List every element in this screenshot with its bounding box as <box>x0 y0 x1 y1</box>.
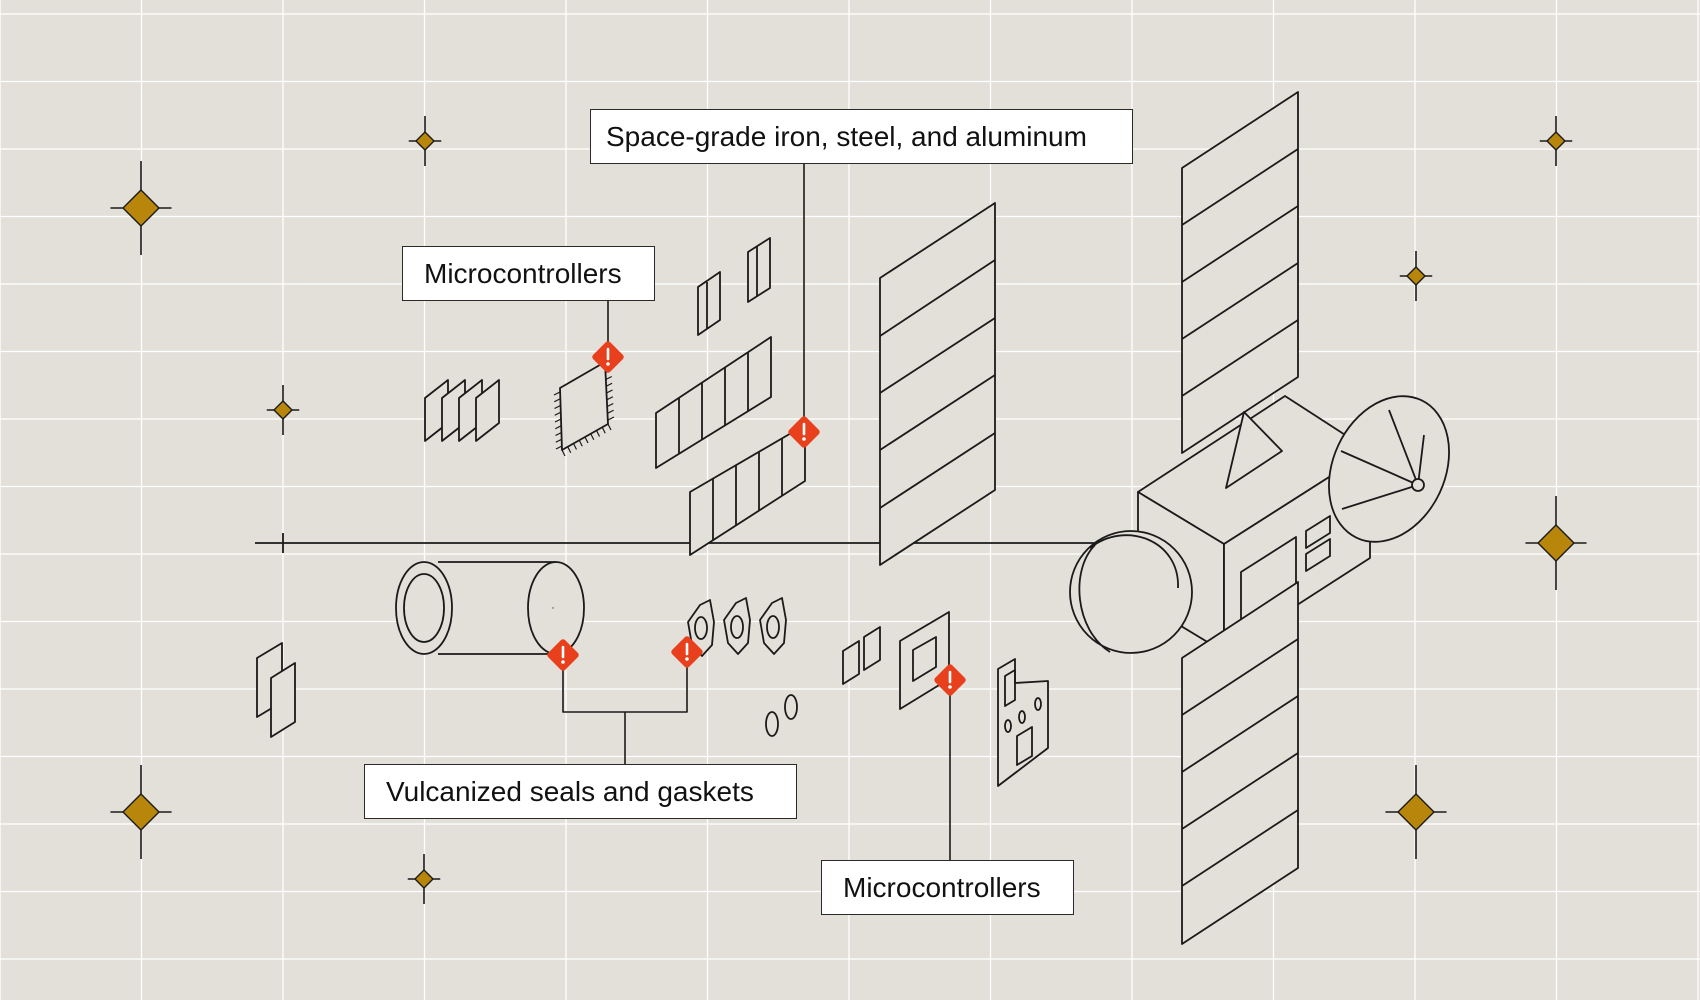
label-microcontrollers-top: Microcontrollers <box>402 246 655 301</box>
hex-washers <box>687 597 798 737</box>
label-seals: Vulcanized seals and gaskets <box>364 764 797 819</box>
chip-pin <box>554 411 562 416</box>
warning-diamond-icon <box>788 416 820 448</box>
dish-antenna <box>1328 395 1450 543</box>
frame-plate <box>899 611 950 710</box>
label-seals-text: Vulcanized seals and gaskets <box>386 775 754 807</box>
label-microcontrollers-bottom: Microcontrollers <box>821 860 1074 915</box>
chip-pin <box>553 398 561 403</box>
chip-pin <box>584 436 589 444</box>
sparkle-star-icon <box>110 765 172 859</box>
warning-diamond-icon <box>547 639 579 671</box>
plate-stack <box>424 379 500 442</box>
sparkle-star-icon <box>266 385 300 435</box>
chip-pin <box>607 409 614 414</box>
chip-pin <box>554 418 562 423</box>
warning-diamond-icon <box>592 341 624 373</box>
chip-pin <box>607 416 615 421</box>
sparkle-stars <box>110 116 1587 904</box>
bracket-plates <box>256 642 296 738</box>
chip-pin <box>555 445 563 450</box>
chip-pin <box>553 391 561 396</box>
solar-panel-upper <box>1181 91 1299 454</box>
chip-pin <box>572 443 578 450</box>
segmented-panel-lower <box>689 424 806 556</box>
chip-pin <box>555 431 562 437</box>
warning-diamond-icon <box>934 664 966 696</box>
chip-pin <box>605 375 613 381</box>
chip-pin <box>590 433 595 441</box>
sparkle-star-icon <box>110 161 172 255</box>
sparkle-star-icon <box>408 116 442 166</box>
segmented-panel-upper <box>655 336 772 469</box>
exploded-parts <box>255 91 1450 945</box>
callout-leaders <box>562 163 951 860</box>
cylinder-housing <box>395 561 585 655</box>
chip-pin <box>606 402 614 408</box>
label-microcontrollers-top-text: Microcontrollers <box>424 257 622 289</box>
chip-pin <box>567 446 572 454</box>
chip-pin <box>606 389 613 394</box>
chip-pin <box>561 449 566 457</box>
chip-pin <box>606 396 614 401</box>
label-metals-text: Space-grade iron, steel, and aluminum <box>606 120 1087 152</box>
sparkle-star-icon <box>1539 116 1573 166</box>
fuel-sphere <box>1069 530 1193 654</box>
chip-pin <box>578 439 583 447</box>
chip-pin <box>607 423 612 431</box>
chip-pin <box>555 438 563 443</box>
warning-diamond-icon <box>671 636 703 668</box>
solar-panel-middle <box>879 202 996 566</box>
sparkle-star-icon <box>407 854 441 904</box>
sparkle-star-icon <box>1525 496 1587 590</box>
chip-pin <box>554 425 562 430</box>
chip-pin <box>595 430 601 437</box>
sparkle-star-icon <box>1399 251 1433 301</box>
chip-pin <box>605 382 613 387</box>
warning-markers <box>547 341 966 696</box>
small-tabs <box>842 626 881 685</box>
label-microcontrollers-bottom-text: Microcontrollers <box>843 871 1041 903</box>
sparkle-star-icon <box>1385 765 1447 859</box>
chip-pin <box>601 426 606 434</box>
rail-components <box>697 237 771 336</box>
chip-pin <box>554 404 561 410</box>
circuit-board <box>997 658 1049 787</box>
microcontroller-chip <box>553 361 615 457</box>
label-metals: Space-grade iron, steel, and aluminum <box>590 109 1133 164</box>
solar-panel-lower <box>1181 581 1299 945</box>
